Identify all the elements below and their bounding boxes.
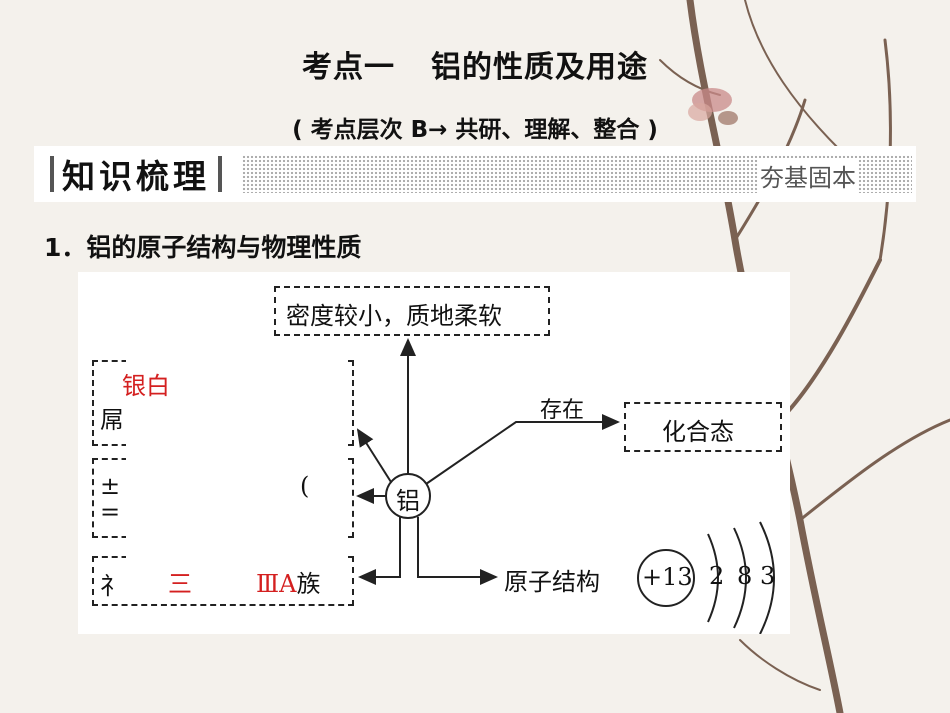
- arrow-lower-left: [358, 517, 401, 585]
- nucleus-circle: [637, 549, 695, 607]
- arrow-exist: [425, 414, 620, 485]
- left-box2-partial-char: ±: [100, 472, 121, 500]
- top-property-box: [274, 286, 550, 336]
- banner-bar-left: [50, 156, 54, 192]
- left-box3-partial-char: 礻: [100, 572, 124, 600]
- aluminum-diagram: 密度较小，质地柔软 银白 屌 ± = ( 礻 三 ⅢA族 铝 存在 化合态 原子…: [78, 272, 790, 634]
- left-box2-partial-char2: =: [100, 498, 121, 526]
- banner-left-label-wrap: 知识梳理: [34, 152, 236, 196]
- center-aluminum-label: 铝: [396, 487, 420, 515]
- shell-count-1: 2: [709, 562, 725, 590]
- exist-box: [624, 402, 782, 452]
- page-subtitle: ( 考点层次 B→ 共研、理解、整合 ): [292, 117, 658, 143]
- group-suffix: 族: [296, 570, 321, 598]
- title-topic-number: 考点一: [302, 50, 395, 85]
- answer-cover-panel: [126, 358, 348, 604]
- arrow-upper-left: [356, 428, 392, 483]
- top-property-text: 密度较小，质地柔软: [286, 302, 502, 330]
- shell-arc-2: [733, 527, 747, 629]
- section-heading: 1．铝的原子结构与物理性质: [44, 233, 362, 262]
- group-line: ⅢA族: [256, 564, 320, 599]
- nucleus-label: +13: [642, 563, 693, 591]
- left-box2-right-partial: (: [300, 472, 310, 500]
- shell-count-3: 3: [760, 562, 776, 590]
- group-answer: ⅢA: [256, 570, 297, 598]
- period-answer: 三: [168, 570, 192, 598]
- exist-label: 存在: [540, 398, 585, 423]
- exist-box-text: 化合态: [662, 418, 734, 446]
- page-title: 考点一 铝的性质及用途: [0, 42, 950, 86]
- shell-arc-1: [707, 533, 719, 623]
- color-answer: 银白: [122, 372, 170, 400]
- arrow-structure: [417, 517, 498, 585]
- banner-right-label: 夯基固本: [758, 158, 858, 193]
- title-topic-name: 铝的性质及用途: [431, 50, 648, 85]
- shell-count-2: 8: [737, 562, 753, 590]
- banner-bar-right: [218, 156, 222, 192]
- shell-arc-3: [759, 521, 775, 634]
- structure-label: 原子结构: [504, 568, 600, 596]
- left-box1-partial-char: 屌: [100, 406, 124, 434]
- knowledge-banner: 知识梳理 夯基固本: [34, 146, 916, 202]
- banner-left-label: 知识梳理: [62, 157, 210, 196]
